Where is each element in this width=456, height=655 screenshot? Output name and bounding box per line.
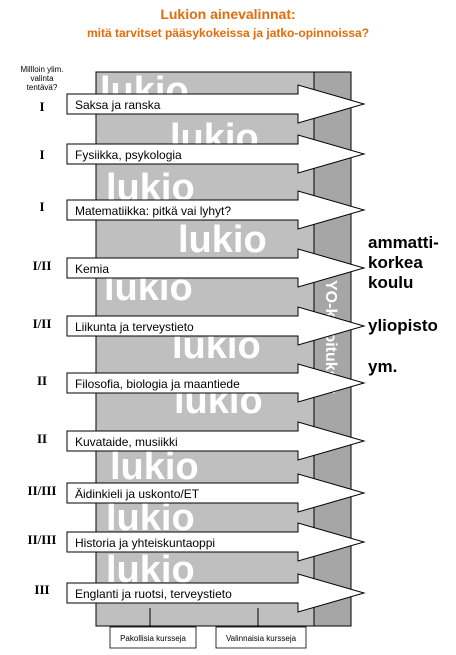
row-2: I Matematiikka: pitkä vai lyhyt? bbox=[39, 190, 366, 230]
row-subject: Matematiikka: pitkä vai lyhyt? bbox=[75, 204, 231, 218]
row-5: II Filosofia, biologia ja maantiede bbox=[37, 363, 366, 403]
subject-arrow bbox=[66, 573, 366, 613]
row-subject: Historia ja yhteiskuntaoppi bbox=[75, 536, 215, 550]
subject-arrow bbox=[66, 522, 366, 562]
row-subject: Fysiikka, psykologia bbox=[75, 148, 182, 162]
row-8: II/III Historia ja yhteiskuntaoppi bbox=[28, 522, 366, 562]
destination-other: ym. bbox=[368, 357, 397, 376]
row-subject: Englanti ja ruotsi, terveystieto bbox=[75, 587, 232, 601]
row-9: III Englanti ja ruotsi, terveystieto bbox=[34, 573, 366, 613]
row-subject: Äidinkieli ja uskonto/ET bbox=[75, 487, 200, 501]
row-subject: Kuvataide, musiikki bbox=[75, 435, 178, 449]
row-level: I bbox=[39, 199, 44, 214]
destination-ammattikorkeakoulu-2: korkea bbox=[368, 253, 423, 272]
destination-yliopisto: yliopisto bbox=[368, 316, 438, 335]
row-7: II/III Äidinkieli ja uskonto/ET bbox=[28, 473, 366, 513]
row-level: I/II bbox=[33, 258, 52, 273]
row-subject: Saksa ja ranska bbox=[75, 98, 161, 112]
row-level: II bbox=[37, 373, 47, 388]
subject-arrow bbox=[66, 134, 366, 174]
row-6: II Kuvataide, musiikki bbox=[37, 421, 366, 461]
row-1: I Fysiikka, psykologia bbox=[39, 134, 366, 174]
row-subject: Liikunta ja terveystieto bbox=[75, 320, 194, 334]
destination-ammattikorkeakoulu-1: ammatti- bbox=[368, 233, 439, 252]
row-0: I Saksa ja ranska bbox=[39, 84, 366, 124]
diagram-title: Lukion ainevalinnat: bbox=[160, 6, 295, 22]
mandatory-courses-box bbox=[109, 626, 197, 649]
row-3: I/II Kemia bbox=[33, 248, 366, 288]
subject-arrow bbox=[66, 363, 366, 403]
optional-courses-label: Valinnaisia kursseja bbox=[226, 634, 297, 643]
question-header-line-2: valinta bbox=[30, 74, 54, 83]
destination-ammattikorkeakoulu-3: koulu bbox=[368, 273, 413, 292]
mandatory-courses-label: Pakollisia kursseja bbox=[120, 634, 186, 643]
subject-arrow bbox=[66, 248, 366, 288]
question-header-line-1: Millloin ylim. bbox=[20, 65, 63, 74]
subject-arrow bbox=[66, 190, 366, 230]
subject-arrow bbox=[66, 84, 366, 124]
lukio-watermark: lukio bbox=[110, 446, 199, 488]
row-level: I bbox=[39, 147, 44, 162]
subject-arrow bbox=[66, 306, 366, 346]
row-level: I bbox=[39, 99, 44, 114]
row-level: II/III bbox=[28, 483, 57, 498]
row-level: I/II bbox=[33, 316, 52, 331]
optional-courses-box bbox=[215, 626, 307, 649]
diagram-subtitle: mitä tarvitset pääsykokeissa ja jatko-op… bbox=[87, 26, 369, 40]
row-subject: Kemia bbox=[75, 262, 109, 276]
row-subject: Filosofia, biologia ja maantiede bbox=[75, 377, 240, 391]
subject-arrow bbox=[66, 421, 366, 461]
subject-arrow bbox=[66, 473, 366, 513]
row-level: II bbox=[37, 431, 47, 446]
row-level: III bbox=[34, 582, 49, 597]
row-4: I/II Liikunta ja terveystieto bbox=[33, 306, 366, 346]
question-header-line-3: tentävä? bbox=[27, 83, 58, 92]
lukio-watermark: lukio bbox=[178, 219, 267, 261]
row-level: II/III bbox=[28, 532, 57, 547]
yo-exam-label: YO-kirjoitukset bbox=[322, 280, 339, 394]
